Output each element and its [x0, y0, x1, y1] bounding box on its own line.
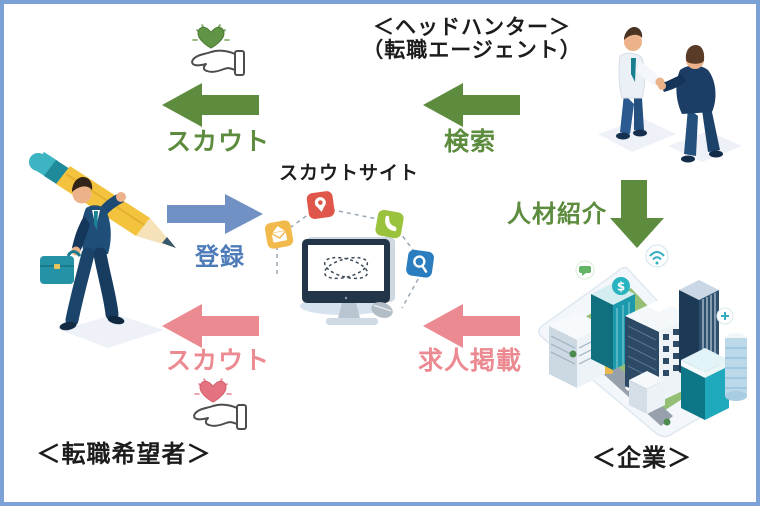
scout-site-title: スカウトサイト — [278, 162, 420, 184]
mouse-icon — [371, 302, 393, 318]
dashed-connectors — [276, 206, 423, 309]
hand-offering-heart-green-icon — [191, 24, 245, 76]
phone-icon — [375, 209, 404, 239]
flow-label-job-posting: 求人掲載 — [417, 346, 523, 375]
flow-label-register: 登録 — [195, 243, 245, 271]
arrow-scout-from-headhunter — [162, 83, 259, 127]
company-city-on-tablet-illustration: $ — [538, 244, 747, 438]
arrow-job-posting — [423, 304, 520, 348]
company-label: ＜企業＞ — [592, 444, 692, 472]
arrow-search — [423, 83, 520, 127]
headhunter-agents-illustration — [598, 27, 742, 163]
plus-icon — [716, 307, 734, 325]
headhunter-title-line2: （転職エージェント） — [362, 38, 582, 63]
hand-offering-heart-pink-icon — [193, 378, 247, 430]
chat-icon — [575, 260, 595, 280]
buildings — [549, 280, 747, 420]
arrow-scout-from-company — [162, 304, 259, 348]
scout-site-monitor-illustration — [264, 191, 434, 325]
arrow-referral — [610, 180, 664, 248]
mail-icon — [264, 220, 294, 249]
flow-label-search: 検索 — [443, 127, 497, 156]
arrow-register — [167, 194, 263, 234]
job-seeker-with-pencil-illustration — [29, 152, 176, 348]
headhunter-title: ＜ヘッドハンター＞ （転職エージェント） — [362, 15, 582, 63]
dollar-icon: $ — [612, 277, 630, 295]
flow-label-scout-top: スカウト — [165, 127, 271, 156]
job-seeker-label: ＜転職希望者＞ — [36, 440, 212, 468]
flow-label-scout-bottom: スカウト — [165, 346, 271, 375]
search-icon — [406, 249, 434, 278]
location-pin-icon — [306, 191, 335, 219]
flow-label-referral: 人材紹介 — [507, 200, 607, 228]
headhunter-title-line1: ＜ヘッドハンター＞ — [373, 15, 571, 39]
svg-text:$: $ — [617, 280, 625, 294]
wifi-icon — [645, 244, 669, 268]
